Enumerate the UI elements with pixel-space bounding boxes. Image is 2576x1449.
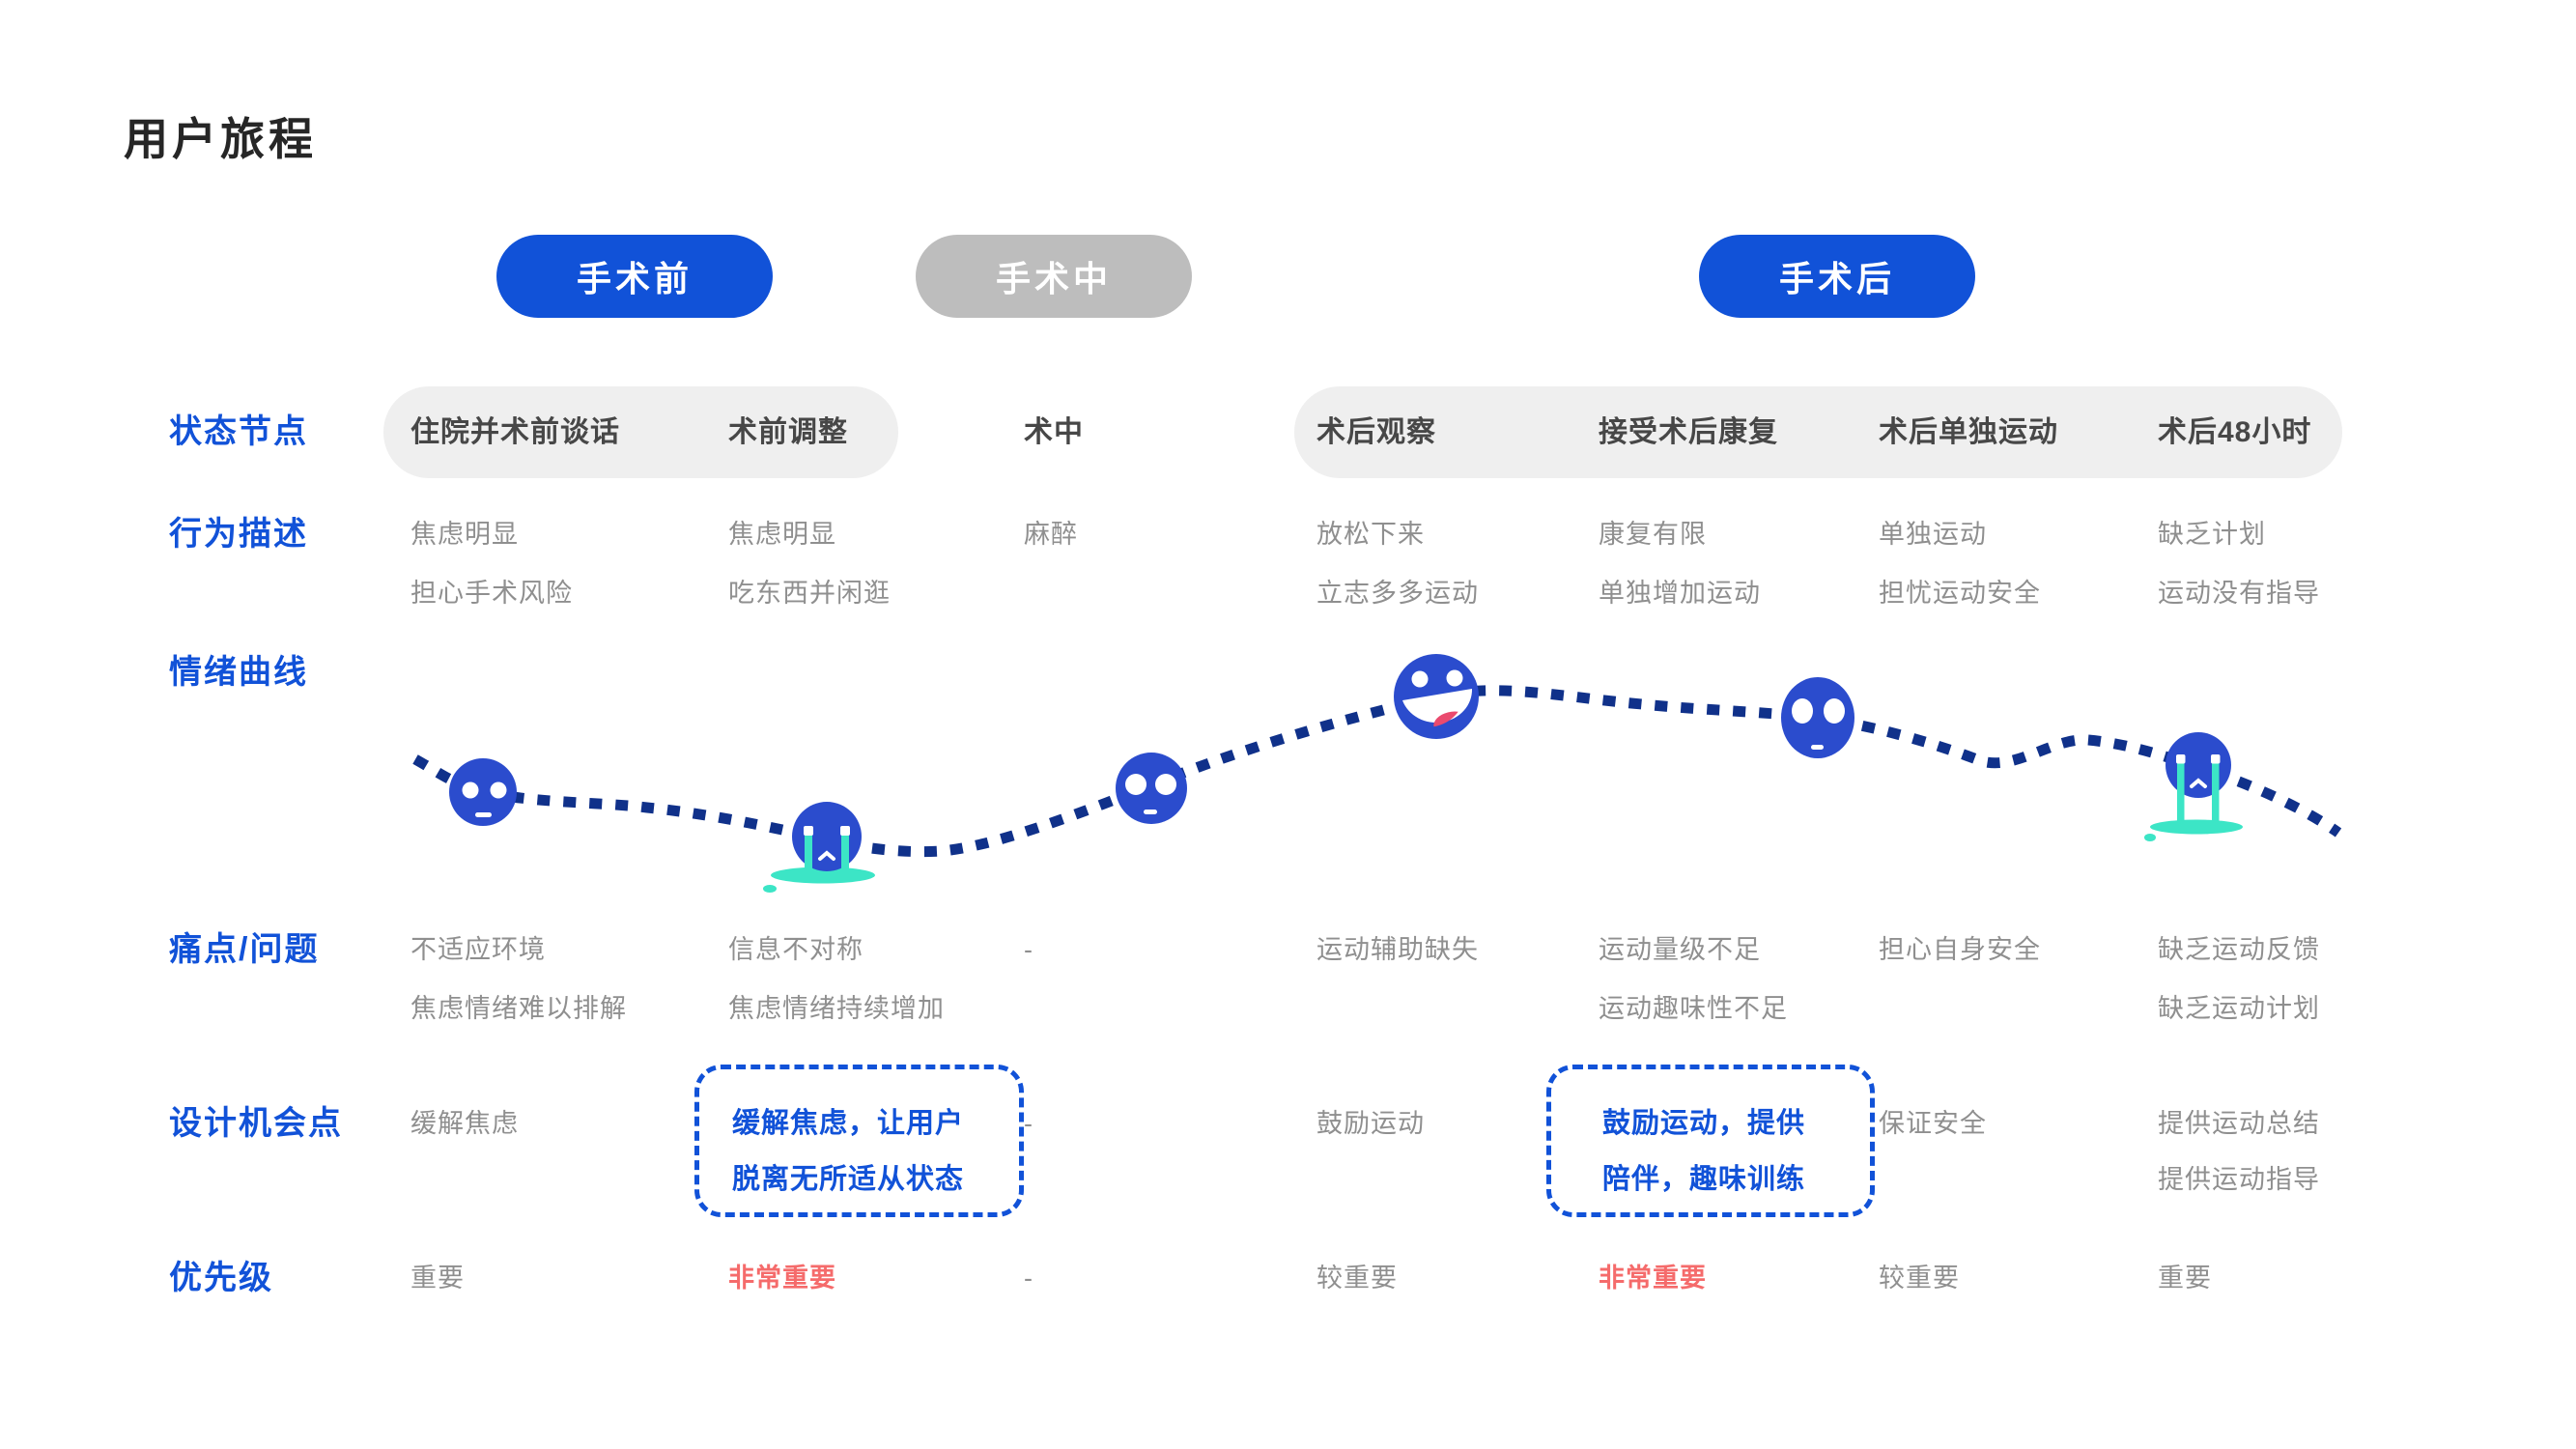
behavior-cell: 放松下来 立志多多运动 [1316,520,1479,608]
pain-cell: 担心自身安全 [1879,935,2041,964]
emotion-face-wide-eyed [1781,677,1854,758]
priority-cell: 重要 [410,1264,465,1293]
behavior-cell: 焦虑明显 担心手术风险 [410,520,573,608]
priority-cell: 重要 [2158,1264,2212,1293]
priority-cell: 较重要 [1316,1264,1398,1293]
emotion-face-crying [2144,732,2243,841]
row-label-emotion: 情绪曲线 [169,654,308,691]
behavior-cell: 麻醉 [1024,520,1078,549]
behavior-cell: 单独运动 担忧运动安全 [1879,520,2041,608]
opportunity-highlight-box [694,1065,1024,1217]
pain-cell: 不适应环境 焦虑情绪难以排解 [410,935,627,1023]
priority-cell: 较重要 [1879,1264,1960,1293]
emotion-face-wide-eyed [1116,753,1187,824]
opportunity-cell: 缓解焦虑 [410,1109,519,1138]
status-node: 接受术后康复 [1599,416,1778,448]
phase-pill-pre-surgery: 手术前 [496,235,773,318]
status-node: 术前调整 [728,416,848,448]
status-node: 术后观察 [1316,416,1436,448]
status-band-pre [383,386,898,478]
row-label-behavior: 行为描述 [169,516,308,553]
opportunity-cell-highlighted: 缓解焦虑，让用户 脱离无所适从状态 [732,1108,965,1195]
opportunity-cell: 保证安全 [1879,1109,1987,1138]
emotion-face-crying [763,802,875,893]
status-band-post [1294,386,2342,478]
opportunity-cell: 鼓励运动 [1316,1109,1425,1138]
status-node: 术后48小时 [2158,416,2312,448]
opportunity-highlight-box [1546,1065,1875,1217]
priority-cell: - [1024,1264,1033,1293]
opportunity-cell-highlighted: 鼓励运动，提供 陪伴，趣味训练 [1602,1108,1806,1195]
phase-pill-post-surgery: 手术后 [1699,235,1975,318]
status-node: 术中 [1024,416,1084,448]
behavior-cell: 缺乏计划 运动没有指导 [2158,520,2320,608]
row-label-priority: 优先级 [169,1260,273,1296]
behavior-cell: 焦虑明显 吃东西并闲逛 [728,520,891,608]
emotion-curve-line [412,685,2342,858]
pain-cell: 运动量级不足 运动趣味性不足 [1599,935,1788,1023]
pain-cell: 缺乏运动反馈 缺乏运动计划 [2158,935,2320,1023]
opportunity-cell: 提供运动总结 提供运动指导 [2158,1109,2320,1194]
phase-pill-during-surgery: 手术中 [916,235,1192,318]
page-title: 用户旅程 [124,114,317,164]
emotion-face-laughing [1394,654,1479,739]
status-node: 术后单独运动 [1879,416,2058,448]
behavior-cell: 康复有限 单独增加运动 [1599,520,1761,608]
pain-cell: - [1024,935,1033,964]
row-label-pain: 痛点/问题 [169,931,320,968]
pain-cell: 运动辅助缺失 [1316,935,1479,964]
row-label-opportunity: 设计机会点 [169,1105,343,1142]
emotion-face-worried [449,758,517,826]
priority-cell-high: 非常重要 [1599,1264,1707,1293]
priority-cell-high: 非常重要 [728,1264,836,1293]
opportunity-cell: - [1024,1109,1033,1138]
row-label-status: 状态节点 [169,413,308,450]
pain-cell: 信息不对称 焦虑情绪持续增加 [728,935,945,1023]
status-node: 住院并术前谈话 [410,416,620,448]
